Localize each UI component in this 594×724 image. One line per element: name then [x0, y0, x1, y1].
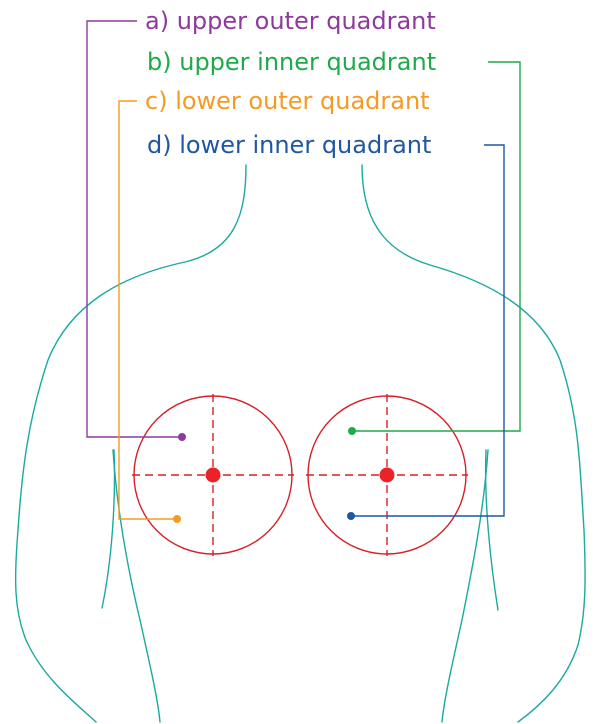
torso-outline: [14, 164, 586, 723]
label-d: d) lower inner quadrant: [147, 131, 431, 159]
label-a: a) upper outer quadrant: [145, 7, 436, 35]
neck-left-line: [14, 164, 247, 723]
leader-line-d: [352, 144, 505, 517]
leader-line-c: [118, 100, 176, 520]
marker-dot-b-icon: [348, 427, 356, 435]
marker-dot-a-icon: [178, 433, 186, 441]
marker-dot-c-icon: [173, 515, 181, 523]
left-arm-inner-line: [112, 449, 161, 723]
right-flank-line: [484, 449, 499, 611]
neck-right-line: [361, 164, 586, 723]
left-breast: [132, 394, 294, 556]
left-nipple-icon: [205, 467, 221, 483]
marker-dot-d-icon: [347, 512, 355, 520]
leader-line-a: [86, 20, 181, 438]
label-b: b) upper inner quadrant: [147, 48, 436, 76]
leader-line-b: [353, 61, 521, 432]
right-nipple-icon: [379, 467, 395, 483]
right-arm-inner-line: [441, 449, 489, 723]
right-breast: [306, 394, 468, 556]
left-flank-line: [101, 449, 116, 609]
label-c: c) lower outer quadrant: [145, 87, 430, 115]
